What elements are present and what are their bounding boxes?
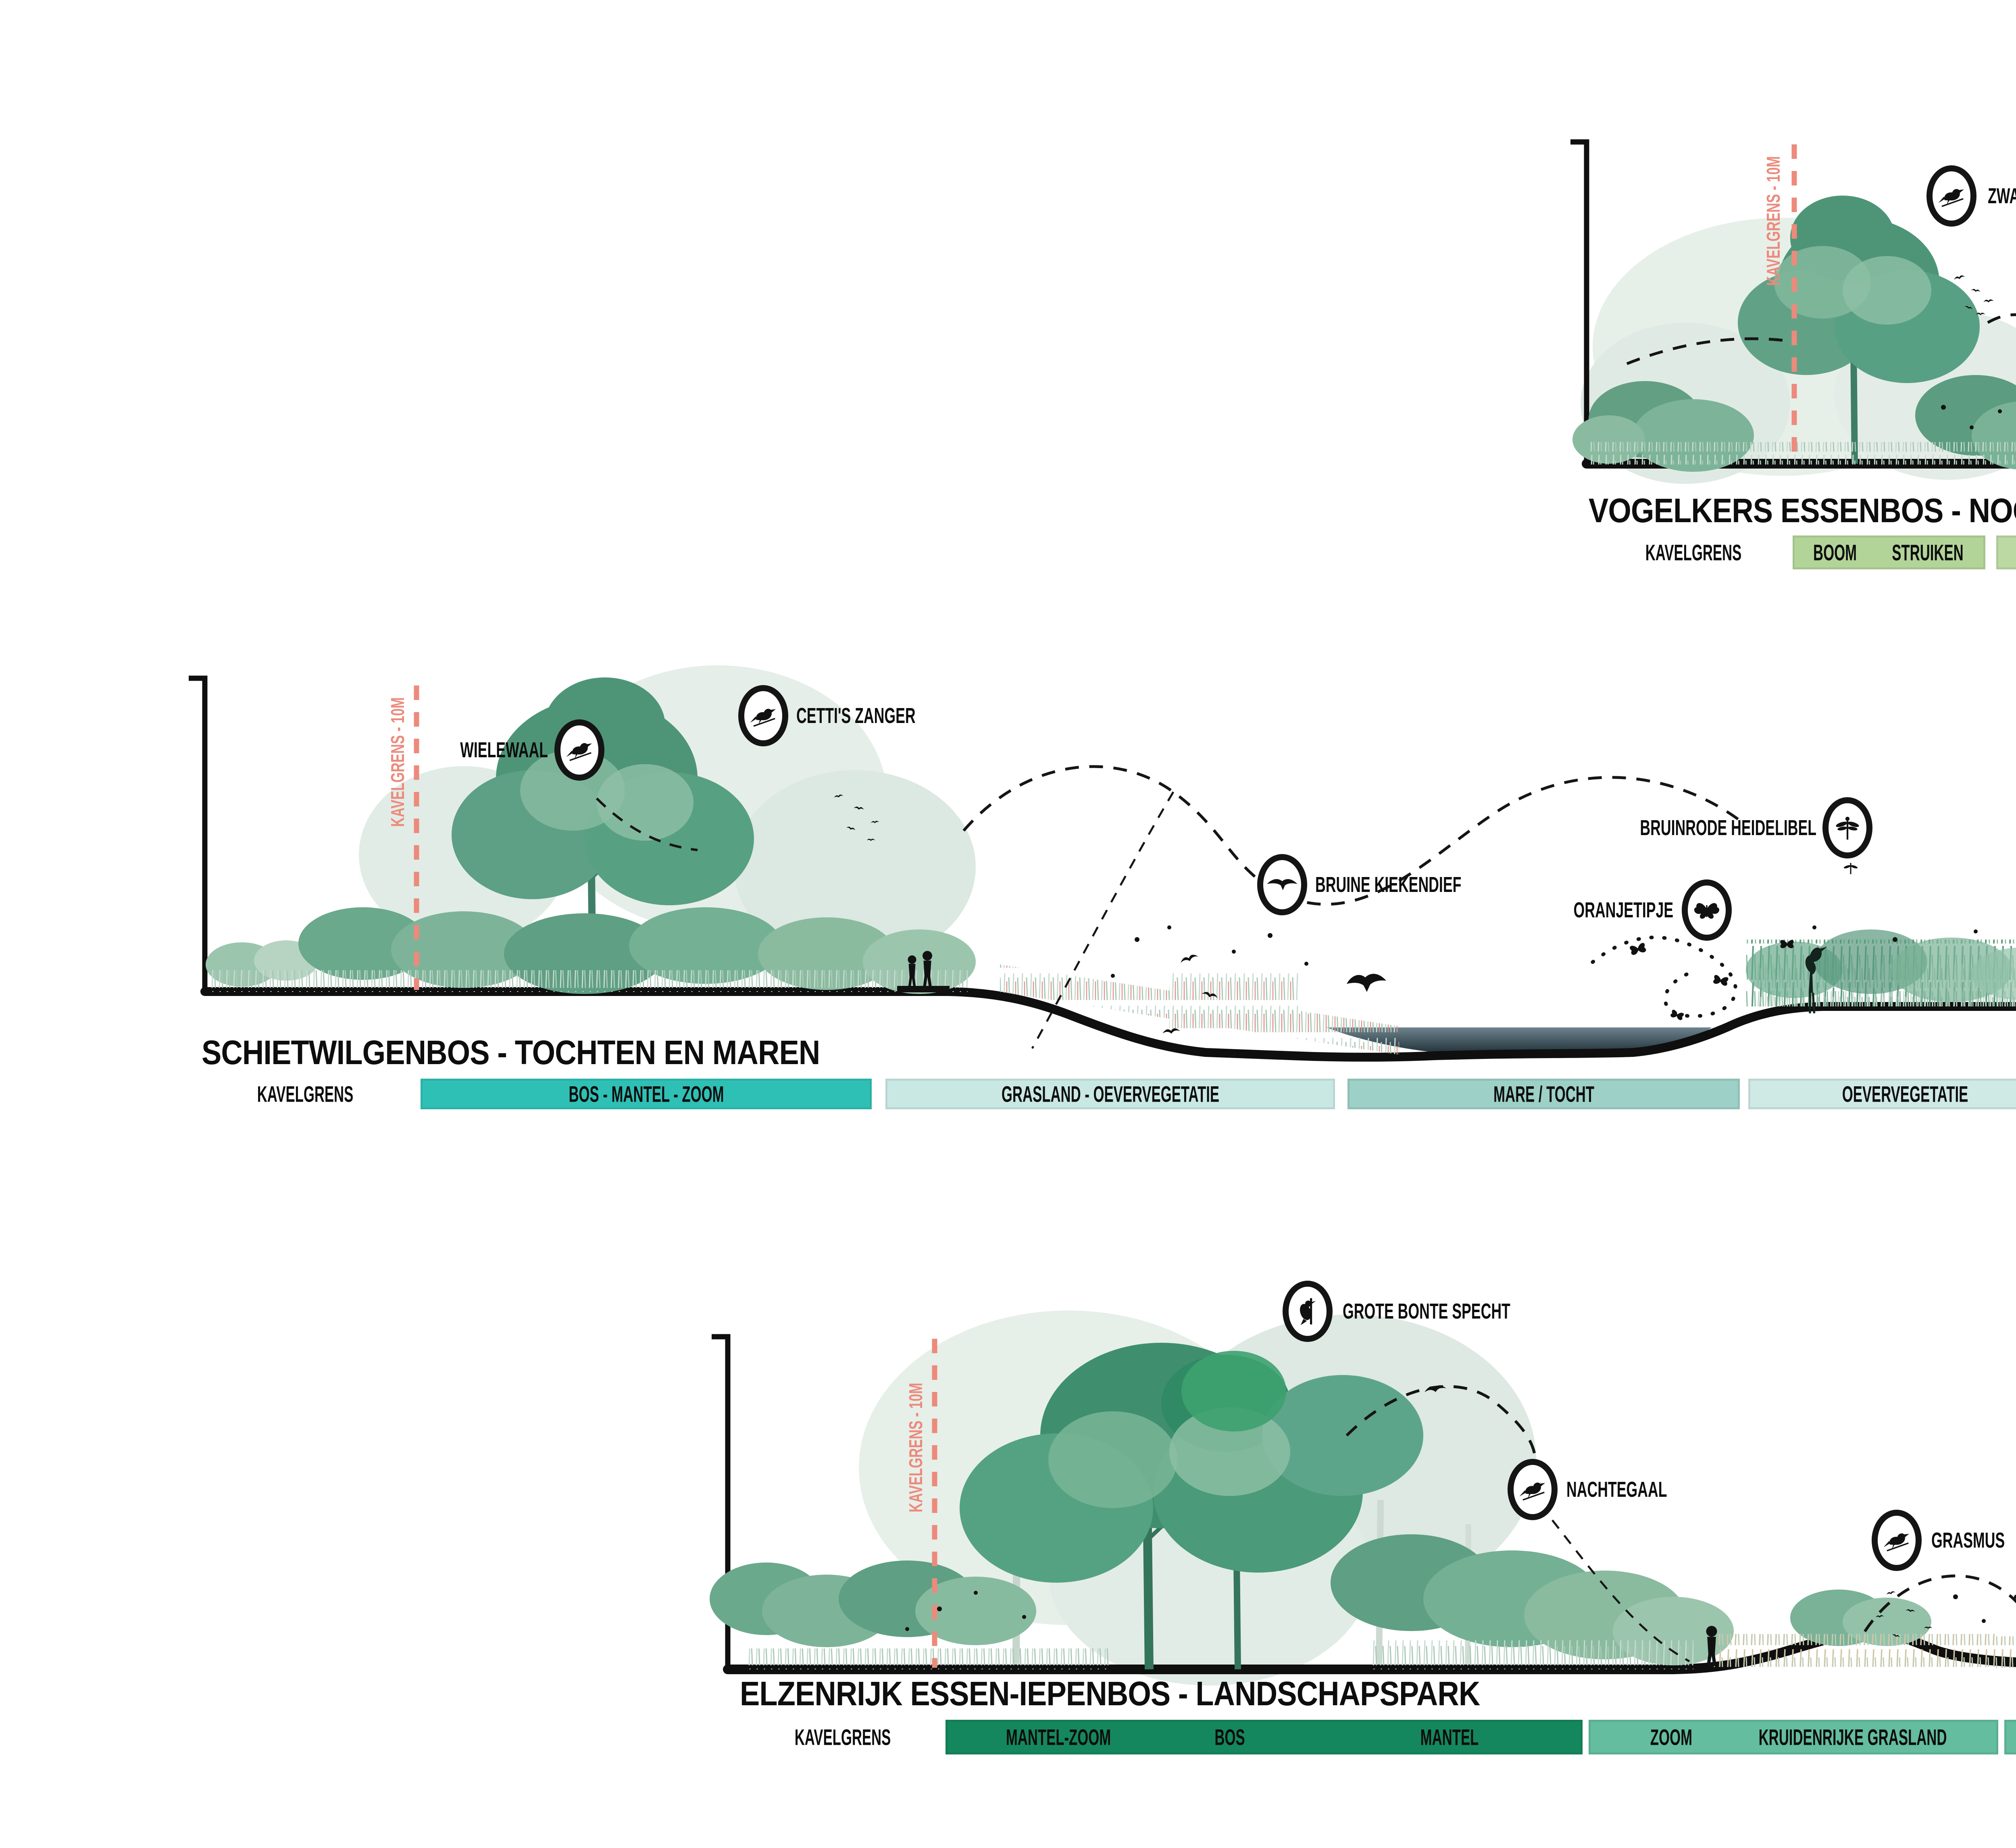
section3-title: ELZENRIJK ESSEN-IEPENBOS - LANDSCHAPSPAR… (740, 1675, 1480, 1713)
species-badge-grasmus (1872, 1510, 1922, 1571)
species-label-nachtegaal: NACHTEGAAL (1566, 1477, 1667, 1502)
songbird-icon (566, 743, 592, 761)
species-badge-bruinrode-heidelibel (1822, 797, 1872, 858)
section3-legend-kavelgrens: KAVELGRENS (794, 1724, 891, 1750)
species-badge-wielewaal (554, 719, 604, 781)
zone-bar-oevervegetatie: OEVERVEGETATIE (1748, 1079, 2016, 1109)
dragonfly-icon (1836, 817, 1859, 840)
zone-bar-kruidenrijke-grasland-1: KRUIDENRIJKE GRASLAND (1996, 535, 2016, 569)
species-label-bruinrode-heidelibel: BRUINRODE HEIDELIBEL (1640, 816, 1816, 840)
zone-label-kruidenrijke-grasland-2: KRUIDENRIJKE GRASLAND (1758, 1724, 1947, 1750)
butterfly-icon (1694, 903, 1720, 919)
zone-label-oevervegetatie: OEVERVEGETATIE (1842, 1081, 1968, 1107)
songbird-icon (1883, 1533, 1909, 1552)
species-label-grasmus: GRASMUS (1931, 1528, 2005, 1552)
section2-kavelgrens-marker: KAVELGRENS - 10M (387, 697, 408, 827)
section1-kavelgrens-marker: KAVELGRENS - 10M (1763, 156, 1784, 286)
species-badge-grote-bonte-specht (1283, 1281, 1333, 1342)
section2-legend-kavelgrens: KAVELGRENS (257, 1081, 354, 1107)
zone-bar-bos-mantel-zoom: BOS - MANTEL - ZOOM (421, 1079, 872, 1109)
species-badge-bruine-kiekendief (1257, 854, 1307, 915)
section1-art (1570, 139, 2016, 484)
section3-art (710, 1310, 2016, 1685)
zone-label-mare-tocht: MARE / TOCHT (1493, 1081, 1594, 1107)
songbird-icon (1938, 189, 1964, 207)
zone-bar-mantelzoom-bos-mantel: MANTEL-ZOOM BOS MANTEL (946, 1720, 1583, 1754)
species-label-grote-bonte-specht: GROTE BONTE SPECHT (1343, 1299, 1510, 1323)
zone-label-bos: BOS (1214, 1724, 1245, 1750)
zone-label-grasland-oevervegetatie: GRASLAND - OEVERVEGETATIE (1001, 1081, 1219, 1107)
species-badge-cettis-zanger (738, 685, 788, 746)
zone-label-mantel-zoom: MANTEL-ZOOM (1006, 1724, 1111, 1750)
zone-bar-boom-struiken: BOOM STRUIKEN (1793, 535, 1985, 569)
zone-label-boom: BOOM (1813, 540, 1857, 565)
species-badge-zwartkop (1926, 165, 1976, 227)
section1-title: VOGELKERS ESSENBOS - NOORDELIJKE ZONE (1589, 492, 2016, 529)
section3-kavelgrens-marker: KAVELGRENS - 10M (905, 1383, 926, 1513)
zone-bar-mare-tocht: MARE / TOCHT (1347, 1079, 1740, 1109)
zone-label-bos-mantel-zoom: BOS - MANTEL - ZOOM (568, 1081, 724, 1107)
section2-art (189, 665, 2016, 1062)
species-label-wielewaal: WIELEWAAL (460, 738, 548, 762)
zone-bar-keverbanken: KEVERBANKEN (2004, 1720, 2016, 1754)
species-label-cettis-zanger: CETTI'S ZANGER (796, 704, 916, 728)
raptor-icon (1267, 879, 1297, 890)
section1-legend-kavelgrens: KAVELGRENS (1645, 540, 1742, 565)
section2-title: SCHIETWILGENBOS - TOCHTEN EN MAREN (202, 1033, 820, 1071)
zone-label-struiken: STRUIKEN (1892, 540, 1964, 565)
species-label-bruine-kiekendief: BRUINE KIEKENDIEF (1315, 873, 1462, 897)
zone-label-zoom: ZOOM (1650, 1724, 1693, 1750)
zone-bar-zoom-kruidenrijke-grasland: ZOOM KRUIDENRIJKE GRASLAND (1589, 1720, 1998, 1754)
zone-bar-grasland-oevervegetatie: GRASLAND - OEVERVEGETATIE (885, 1079, 1335, 1109)
species-label-zwartkop: ZWARTKOP (1988, 184, 2016, 208)
woodpecker-icon (1300, 1298, 1316, 1325)
species-label-oranjetipje: ORANJETIPJE (1573, 898, 1673, 922)
species-badge-nachtegaal (1508, 1459, 1558, 1520)
songbird-icon (750, 708, 776, 727)
zone-label-mantel: MANTEL (1420, 1724, 1479, 1750)
songbird-icon (1519, 1482, 1545, 1501)
species-badge-oranjetipje (1682, 879, 1732, 941)
